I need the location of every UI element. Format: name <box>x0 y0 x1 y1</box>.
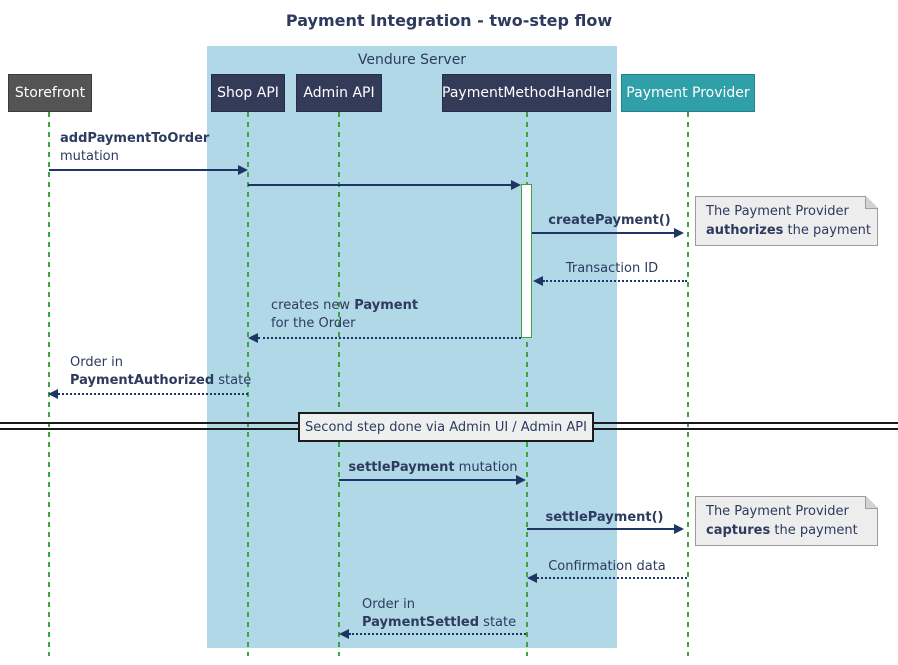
arrow-head <box>48 389 58 399</box>
arrow-head <box>339 629 349 639</box>
message-create-payment: createPayment() <box>548 213 671 228</box>
arrow-head <box>516 475 526 485</box>
activation-bar-payment-method-handler <box>521 184 532 338</box>
participant-storefront: Storefront <box>8 74 92 112</box>
arrow-line <box>49 169 238 171</box>
note-authorize: The Payment Provider authorizes the paym… <box>695 196 878 246</box>
arrow-head <box>248 333 258 343</box>
message-order-authorized: Order in PaymentAuthorized state <box>70 355 252 388</box>
arrow-line <box>349 633 526 635</box>
note-capture: The Payment Provider captures the paymen… <box>695 496 878 546</box>
participant-shop-api: Shop API <box>211 74 285 112</box>
arrow-head <box>674 524 684 534</box>
participant-storefront-label: Storefront <box>14 85 86 101</box>
arrow-head <box>238 165 248 175</box>
lifeline-admin-api <box>338 112 340 656</box>
vendure-server-label: Vendure Server <box>357 52 467 68</box>
participant-admin-api-label: Admin API <box>303 85 375 101</box>
arrow-line <box>527 528 674 530</box>
divider-label: Second step done via Admin UI / Admin AP… <box>305 419 587 435</box>
arrow-line <box>543 280 687 282</box>
message-creates-payment: creates new Payment for the Order <box>271 298 419 331</box>
participant-payment-method-handler: PaymentMethodHandler <box>442 74 611 112</box>
lifeline-payment-method-handler <box>526 112 528 656</box>
message-transaction-id: Transaction ID <box>565 261 659 276</box>
participant-admin-api: Admin API <box>296 74 382 112</box>
arrow-line <box>58 393 248 395</box>
arrow-head <box>511 180 521 190</box>
note-fold-icon <box>865 196 878 209</box>
arrow-line <box>537 577 687 579</box>
arrow-head <box>527 573 537 583</box>
participant-payment-method-handler-label: PaymentMethodHandler <box>442 85 611 101</box>
arrow-line <box>532 232 674 234</box>
lifeline-payment-provider <box>687 112 689 656</box>
note-fold-icon <box>865 496 878 509</box>
message-order-settled: Order in PaymentSettled state <box>362 597 517 630</box>
divider: Second step done via Admin UI / Admin AP… <box>298 412 594 442</box>
arrow-line <box>248 184 511 186</box>
message-confirmation-data: Confirmation data <box>548 559 666 574</box>
participant-payment-provider-label: Payment Provider <box>626 85 750 101</box>
message-settle-payment-call: settlePayment() <box>545 510 664 525</box>
arrow-line <box>339 479 516 481</box>
vendure-server-frame: Vendure Server <box>207 46 617 648</box>
arrow-head <box>533 276 543 286</box>
participant-payment-provider: Payment Provider <box>621 74 755 112</box>
arrow-head <box>674 228 684 238</box>
diagram-title: Payment Integration - two-step flow <box>285 11 613 30</box>
participant-shop-api-label: Shop API <box>217 85 279 101</box>
message-settle-payment-mutation: settlePayment mutation <box>348 460 518 475</box>
message-add-payment-to-order: addPaymentToOrder mutation <box>60 131 210 164</box>
lifeline-shop-api <box>247 112 249 656</box>
lifeline-storefront <box>48 112 50 656</box>
arrow-line <box>258 337 521 339</box>
